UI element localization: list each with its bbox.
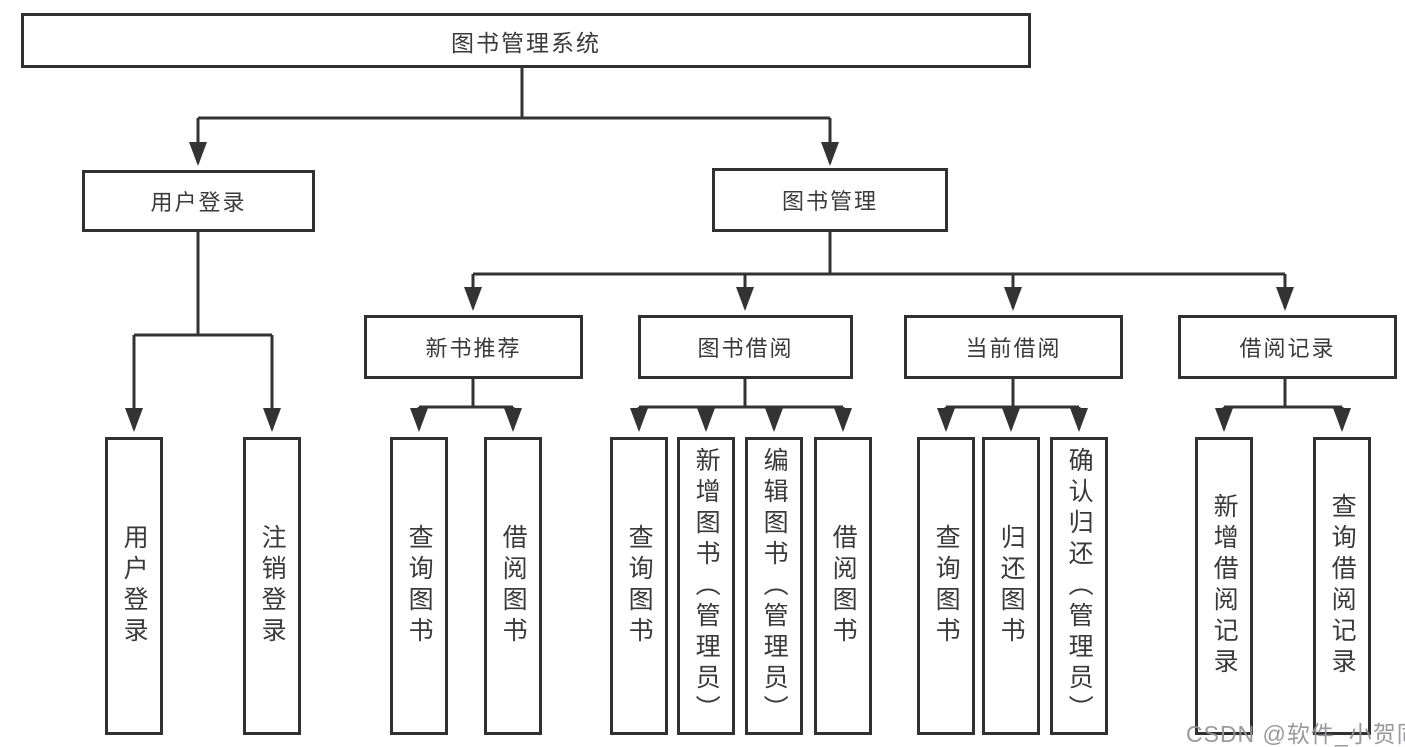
- leaf-edit-books-admin: 编辑图书（管理员）: [745, 437, 803, 735]
- leaf-add-books-admin: 新增图书（管理员）: [677, 437, 735, 735]
- leaf-return-books-label: 归还图书: [997, 524, 1026, 648]
- node-library-management-system: 图书管理系统: [21, 13, 1031, 68]
- leaf-borrow-books-label: 借阅图书: [829, 524, 858, 648]
- leaf-add-borrow-record-label: 新增借阅记录: [1210, 493, 1239, 679]
- leaf-newbook-borrow-books: 借阅图书: [484, 437, 542, 735]
- leaf-query-borrow-record-label: 查询借阅记录: [1328, 493, 1357, 679]
- leaf-newbook-query-books: 查询图书: [390, 437, 448, 735]
- leaf-borrow-books: 借阅图书: [814, 437, 872, 735]
- node-new-book-recommendation: 新书推荐: [364, 315, 583, 379]
- connector-arrows: [125, 118, 1351, 432]
- leaf-borrow-query-books-label: 查询图书: [625, 524, 654, 648]
- leaf-current-query-books: 查询图书: [917, 437, 975, 735]
- node-book-borrowing: 图书借阅: [638, 315, 853, 379]
- leaf-confirm-return-admin-label: 确认归还（管理员）: [1065, 446, 1094, 726]
- leaf-confirm-return-admin: 确认归还（管理员）: [1050, 437, 1108, 735]
- node-current-borrowing: 当前借阅: [904, 315, 1123, 379]
- leaf-logout-label: 注销登录: [258, 524, 287, 648]
- leaf-query-borrow-record: 查询借阅记录: [1313, 437, 1371, 735]
- leaf-user-login: 用户登录: [105, 437, 163, 735]
- node-borrowing-records: 借阅记录: [1178, 315, 1397, 379]
- node-book-management: 图书管理: [712, 168, 948, 232]
- leaf-current-query-books-label: 查询图书: [932, 524, 961, 648]
- node-user-login: 用户登录: [82, 170, 315, 232]
- leaf-user-login-label: 用户登录: [120, 524, 149, 648]
- leaf-add-borrow-record: 新增借阅记录: [1195, 437, 1253, 735]
- leaf-newbook-borrow-books-label: 借阅图书: [499, 524, 528, 648]
- leaf-add-books-admin-label: 新增图书（管理员）: [692, 446, 721, 726]
- watermark: CSDN @软件_小贺同学: [1186, 721, 1405, 747]
- leaf-newbook-query-books-label: 查询图书: [405, 524, 434, 648]
- leaf-logout: 注销登录: [243, 437, 301, 735]
- leaf-borrow-query-books: 查询图书: [610, 437, 668, 735]
- leaf-return-books: 归还图书: [982, 437, 1040, 735]
- leaf-edit-books-admin-label: 编辑图书（管理员）: [760, 446, 789, 726]
